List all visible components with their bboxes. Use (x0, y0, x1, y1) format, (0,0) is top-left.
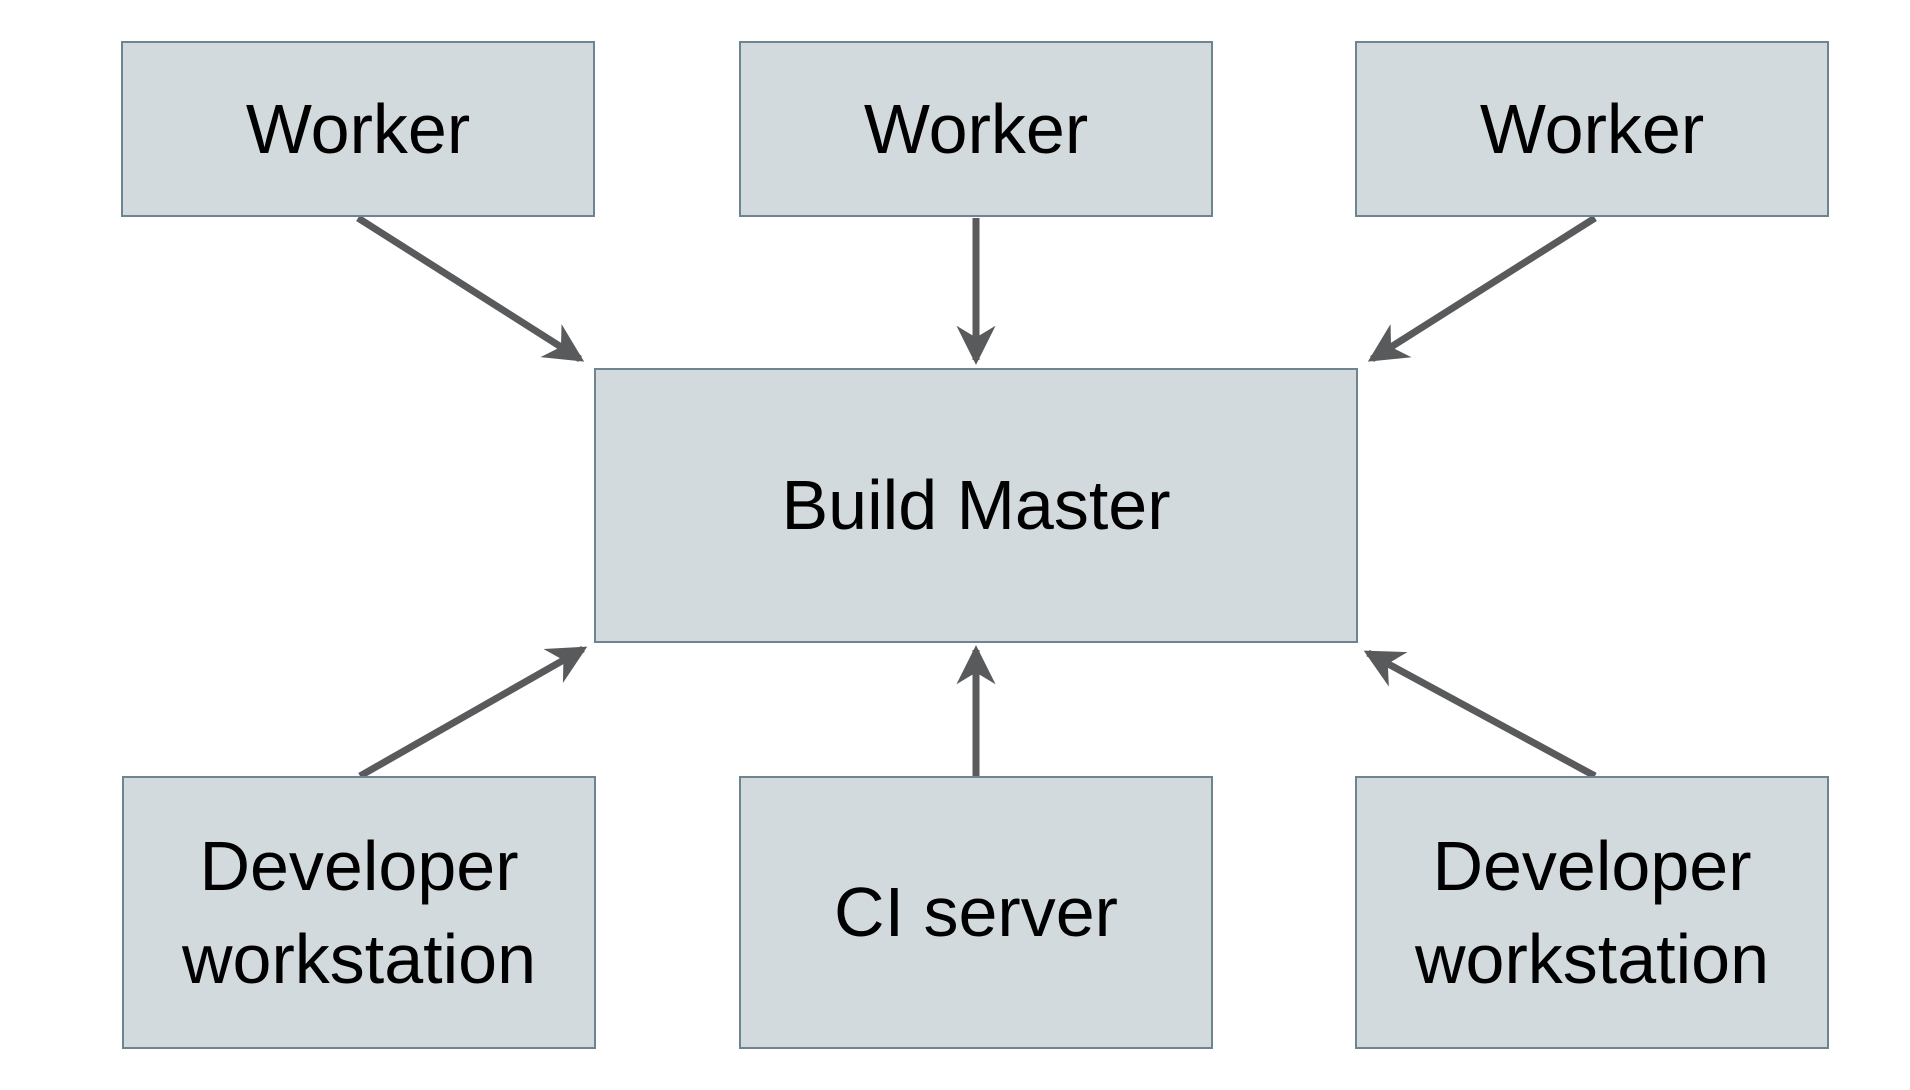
arrow-devws2-to-build-master (1363, 649, 1597, 780)
node-ci-server: CI server (739, 776, 1213, 1049)
arrow-worker1-to-build-master (356, 215, 585, 362)
node-developer-workstation-1: Developer workstation (122, 776, 596, 1049)
node-build-master: Build Master (594, 368, 1358, 643)
node-ci-server-label: CI server (834, 873, 1118, 952)
node-worker-2-label: Worker (863, 89, 1089, 168)
arrow-worker3-to-build-master (1367, 215, 1597, 362)
node-worker-2: Worker (739, 41, 1213, 217)
node-developer-workstation-2-label: Developer workstation (1414, 827, 1770, 998)
node-developer-workstation-1-label: Developer workstation (181, 827, 537, 998)
node-build-master-label: Build Master (781, 466, 1171, 545)
node-worker-3: Worker (1355, 41, 1829, 217)
node-worker-1: Worker (121, 41, 595, 217)
node-worker-1-label: Worker (245, 89, 471, 168)
node-developer-workstation-2: Developer workstation (1355, 776, 1829, 1049)
node-worker-3-label: Worker (1479, 89, 1705, 168)
arrow-devws1-to-build-master (358, 645, 588, 780)
